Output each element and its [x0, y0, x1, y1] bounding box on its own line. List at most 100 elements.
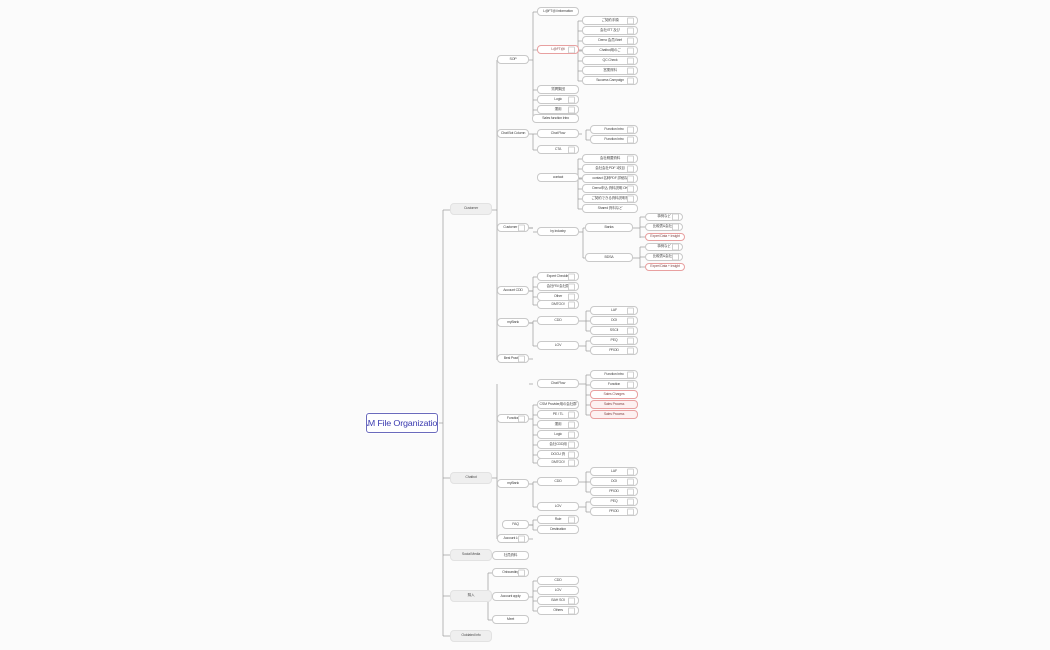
node-collapse-icon[interactable]	[627, 468, 634, 475]
node-collapse-icon[interactable]	[518, 569, 525, 576]
mindmap-node-n094[interactable]: DMTOO!	[537, 300, 579, 309]
mindmap-node-n014[interactable]: QC Check	[582, 56, 638, 65]
mindmap-node-n041[interactable]: Function Intro	[590, 135, 638, 144]
node-collapse-icon[interactable]	[518, 535, 525, 542]
node-collapse-icon[interactable]	[568, 46, 575, 53]
node-collapse-icon[interactable]	[627, 327, 634, 334]
node-collapse-icon[interactable]	[518, 355, 525, 362]
mindmap-node-n016[interactable]: Success Campaign	[582, 76, 638, 85]
mindmap-node-n102[interactable]: LOV	[537, 341, 579, 350]
mindmap-node-n163[interactable]: PEQ	[590, 497, 638, 506]
mindmap-node-n213[interactable]: Others	[537, 606, 579, 615]
node-collapse-icon[interactable]	[568, 273, 575, 280]
mindmap-node-n084[interactable]: 比較表&会社群	[645, 253, 683, 261]
node-collapse-icon[interactable]	[627, 195, 634, 202]
node-collapse-icon[interactable]	[672, 254, 679, 260]
mindmap-node-n132[interactable]: Function	[590, 380, 638, 389]
mindmap-node-n140[interactable]: CSM Provider用の会社群	[537, 400, 579, 409]
node-collapse-icon[interactable]	[627, 478, 634, 485]
mindmap-node-n200[interactable]: Onboarding	[492, 568, 529, 577]
mindmap-node-n020[interactable]: 質問集団	[537, 85, 579, 94]
mindmap-node-n180[interactable]: Account LOV	[497, 534, 529, 543]
mindmap-node-n110[interactable]: LAF	[590, 306, 638, 315]
mindmap-node-n101[interactable]: CDD	[537, 316, 579, 325]
mindmap-node-n052[interactable]: 会社会社PDF 1枚目	[582, 164, 638, 173]
node-collapse-icon[interactable]	[518, 224, 525, 231]
mindmap-node-n001[interactable]: SOP	[497, 55, 529, 64]
node-collapse-icon[interactable]	[627, 77, 634, 84]
mindmap-node-n010[interactable]: ご契約手順	[582, 16, 638, 25]
mindmap-node-n114[interactable]: PROD	[590, 346, 638, 355]
mindmap-node-n210[interactable]: CDD	[537, 576, 579, 585]
node-collapse-icon[interactable]	[627, 307, 634, 314]
mindmap-node-n021[interactable]: Logic	[537, 95, 579, 104]
node-collapse-icon[interactable]	[568, 411, 575, 418]
mindmap-node-n133[interactable]: Sales Charges	[590, 390, 638, 399]
mindmap-node-n162[interactable]: PROD	[590, 487, 638, 496]
mindmap-node-n146[interactable]: DMTOO!	[537, 458, 579, 467]
node-collapse-icon[interactable]	[568, 597, 575, 604]
mindmap-node-n151[interactable]: CDD	[537, 477, 579, 486]
mindmap-node-n144[interactable]: 会社CDD用	[537, 440, 579, 449]
mindmap-node-n161[interactable]: DOI	[590, 477, 638, 486]
node-collapse-icon[interactable]	[627, 47, 634, 54]
mindmap-node-n152[interactable]: LOV	[537, 502, 579, 511]
node-collapse-icon[interactable]	[568, 451, 575, 458]
mindmap-node-n141[interactable]: PE / TL	[537, 410, 579, 419]
node-collapse-icon[interactable]	[627, 371, 634, 378]
mindmap-node-n056[interactable]: Shared 資料など	[582, 204, 638, 213]
node-collapse-icon[interactable]	[627, 136, 634, 143]
mindmap-node-n083[interactable]: 事例など	[645, 243, 683, 251]
mindmap-node-n120[interactable]: Best Practice	[497, 354, 529, 363]
mindmap-node-n160[interactable]: LAF	[590, 467, 638, 476]
mindmap-node-n040[interactable]: Function Intro	[590, 125, 638, 134]
node-collapse-icon[interactable]	[568, 421, 575, 428]
mindmap-node-n081[interactable]: 比較表&会社群	[645, 223, 683, 231]
node-collapse-icon[interactable]	[672, 244, 679, 250]
mindmap-node-n212[interactable]: BAH SOI	[537, 596, 579, 605]
node-collapse-icon[interactable]	[518, 415, 525, 422]
node-collapse-icon[interactable]	[627, 488, 634, 495]
node-collapse-icon[interactable]	[627, 317, 634, 324]
mindmap-node-n135[interactable]: Sales Process	[590, 410, 638, 419]
mindmap-node-n080[interactable]: 事例など	[645, 213, 683, 221]
mindmap-node-n055[interactable]: ご契約できる資料説明を	[582, 194, 638, 203]
mindmap-node-n091[interactable]: Expert Checklist	[537, 272, 579, 281]
node-collapse-icon[interactable]	[568, 96, 575, 103]
mindmap-node-n022[interactable]: 運用	[537, 105, 579, 114]
mindmap-node-n170[interactable]: FAQ	[502, 520, 529, 529]
mindmap-node-n012[interactable]: Demo 会員 Brief	[582, 36, 638, 45]
mindmap-node-n164[interactable]: PROD	[590, 507, 638, 516]
mindmap-node-n011[interactable]: 会社/ITT 及び	[582, 26, 638, 35]
mindmap-node-n070[interactable]: Banks	[585, 223, 633, 232]
mindmap-node-n131[interactable]: Function Intro	[590, 370, 638, 379]
node-collapse-icon[interactable]	[568, 293, 575, 300]
node-collapse-icon[interactable]	[568, 301, 575, 308]
node-collapse-icon[interactable]	[627, 175, 634, 182]
mindmap-node-n054[interactable]: Demo申込 資料説明 OK	[582, 184, 638, 193]
node-collapse-icon[interactable]	[627, 347, 634, 354]
mindmap-node-n061[interactable]: by industry	[537, 227, 579, 236]
node-collapse-icon[interactable]	[568, 607, 575, 614]
node-collapse-icon[interactable]	[568, 283, 575, 290]
mindmap-node-n071[interactable]: BDSA	[585, 253, 633, 262]
node-collapse-icon[interactable]	[627, 498, 634, 505]
mindmap-node-n032[interactable]: CTA	[537, 145, 579, 154]
mindmap-node-n082[interactable]: Expert Data + Insight	[645, 233, 685, 241]
node-collapse-icon[interactable]	[568, 431, 575, 438]
node-collapse-icon[interactable]	[627, 508, 634, 515]
node-collapse-icon[interactable]	[627, 185, 634, 192]
node-collapse-icon[interactable]	[627, 57, 634, 64]
mindmap-node-n171[interactable]: Rule	[537, 515, 579, 524]
node-collapse-icon[interactable]	[627, 165, 634, 172]
root-node[interactable]: AM File Organization	[366, 413, 438, 433]
mindmap-node-n150[interactable]: myBank	[497, 479, 529, 488]
lane-node-social[interactable]: Social Media	[450, 549, 492, 561]
mindmap-node-n053[interactable]: contact 名刺PDF 詳細な	[582, 174, 638, 183]
mindmap-node-n030[interactable]: Chat Bot Column	[497, 129, 529, 138]
mindmap-node-n023[interactable]: Sales function Intro	[532, 114, 579, 123]
mindmap-node-n050[interactable]: contact	[537, 173, 579, 182]
mindmap-node-n085[interactable]: Expert Data + Insight	[645, 263, 685, 271]
mindmap-node-n211[interactable]: LOV	[537, 586, 579, 595]
node-collapse-icon[interactable]	[627, 67, 634, 74]
